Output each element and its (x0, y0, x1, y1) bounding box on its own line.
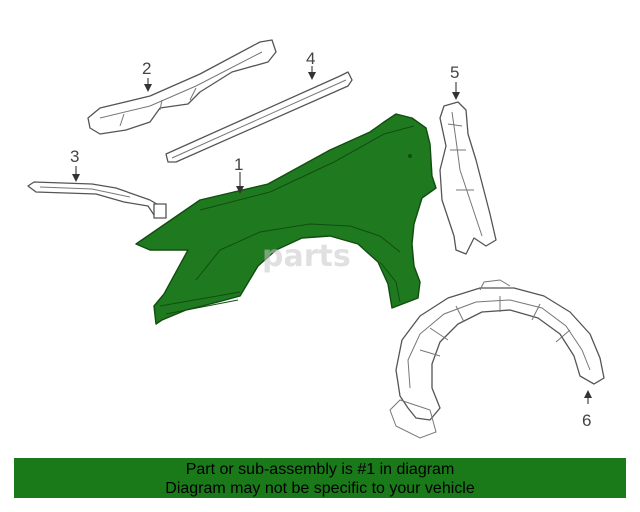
callout-1[interactable]: 1 (234, 155, 243, 174)
watermark-text: parts (262, 239, 351, 274)
callout-6[interactable]: 6 (582, 411, 591, 430)
footer-line-1: Part or sub-assembly is #1 in diagram (185, 461, 455, 478)
callout-2[interactable]: 2 (142, 59, 151, 78)
exploded-parts-diagram: parts 1 2 3 4 5 6 (27, 39, 605, 439)
footer-line-2: Diagram may not be specific to your vehi… (165, 480, 475, 497)
part-6-fender-liner[interactable] (389, 279, 605, 439)
part-5-fender-side-bracket[interactable] (439, 101, 497, 255)
callout-5[interactable]: 5 (450, 63, 459, 82)
part-1-fender[interactable] (135, 113, 437, 325)
callout-3[interactable]: 3 (70, 147, 79, 166)
part-3-fender-support-bracket[interactable] (27, 181, 167, 219)
diagram-footer-banner: Part or sub-assembly is #1 in diagram Di… (14, 458, 626, 498)
part-4-fender-seal-strip[interactable] (165, 71, 353, 163)
leader-lines (72, 66, 592, 404)
part-2-upper-rail-bracket[interactable] (87, 39, 277, 135)
callout-4[interactable]: 4 (306, 49, 315, 68)
